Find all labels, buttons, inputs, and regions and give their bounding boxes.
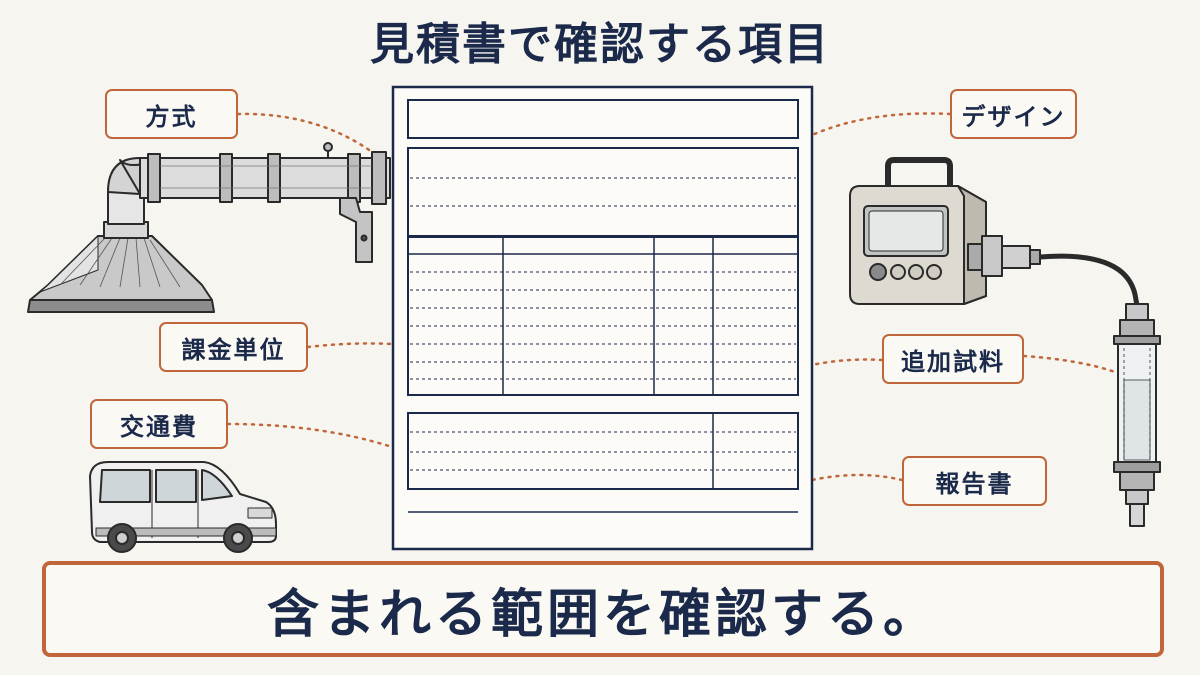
sampling-tube-icon (1039, 253, 1161, 527)
label-method: 方式 (105, 89, 238, 139)
label-design: デザイン (950, 89, 1077, 139)
connector-design (810, 112, 952, 137)
label-travel-cost: 交通費 (90, 399, 228, 449)
page-title: 見積書で確認する項目 (370, 19, 830, 70)
connector-additional-fee-right (1022, 354, 1117, 374)
estimate-document-icon (391, 85, 814, 551)
connector-lines (226, 112, 1117, 482)
exhaust-hood-icon (27, 142, 391, 313)
connector-billing-unit (306, 342, 394, 349)
summary-banner: 含まれる範囲を確認する。 (42, 561, 1164, 657)
connector-travel-cost (226, 422, 394, 449)
label-additional-fee: 追加試料 (882, 334, 1024, 384)
connector-additional-fee (810, 358, 884, 367)
van-icon (89, 461, 277, 553)
label-report: 報告書 (902, 456, 1047, 506)
measuring-device-icon (849, 157, 1041, 305)
connector-report (810, 473, 904, 482)
label-billing-unit: 課金単位 (159, 322, 308, 372)
